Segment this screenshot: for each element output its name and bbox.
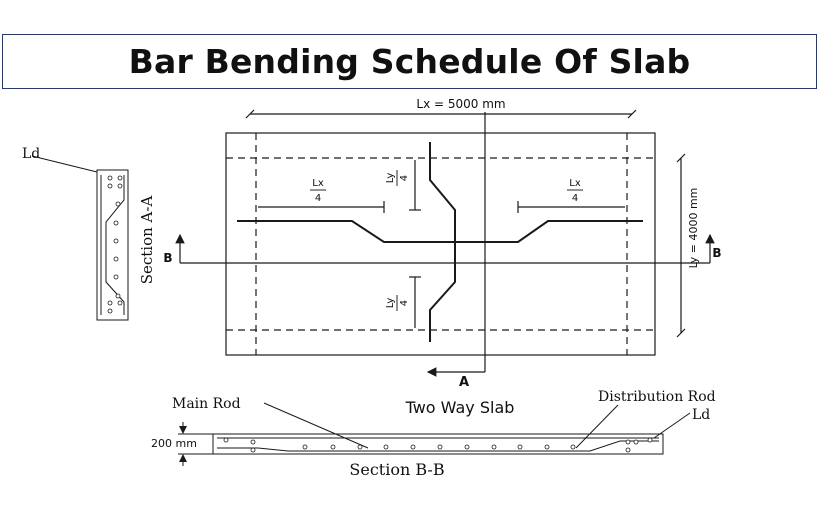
section-aa [31, 155, 129, 321]
frac-top-group: Ly 4 [385, 170, 410, 186]
ly-tick-top [676, 153, 686, 163]
main-bar-horizontal [237, 220, 643, 243]
section-aa-rods [107, 175, 123, 314]
depth-label: 200 mm [151, 437, 197, 450]
lx-dimension-label: Lx = 5000 mm [416, 97, 505, 111]
frac-right-denominator: 4 [572, 193, 578, 204]
section-marker-b-right: B [712, 246, 721, 260]
section-bb-labels: Main Rod Distribution Rod Ld 200 mm Sect… [151, 389, 716, 479]
slab-caption: Two Way Slab [405, 398, 515, 417]
main-bar-vertical [429, 142, 456, 342]
ly-dimension-label-group: Ly = 4000 mm [687, 188, 700, 269]
frac-bottom-numerator: Ly [385, 298, 396, 309]
frac-left-numerator: Lx [312, 178, 324, 189]
section-aa-ld-leader [31, 155, 98, 173]
lx-tick-left [245, 109, 255, 119]
frac-bottom-denominator: 4 [399, 300, 410, 306]
section-marker-b-left: B [163, 251, 172, 265]
plan-labels: Lx = 5000 mm Ly = 4000 mm Lx 4 Lx 4 Ly 4… [163, 95, 722, 417]
section-bb-ld-label: Ld [692, 407, 710, 423]
section-marker-a: A [459, 375, 469, 390]
distribution-rod-label: Distribution Rod [598, 389, 716, 405]
frac-right-numerator: Lx [569, 178, 581, 189]
section-aa-label: Section A-A [138, 196, 156, 285]
frac-left-denominator: 4 [315, 193, 321, 204]
section-aa-ld-label: Ld [22, 146, 40, 162]
section-bb-outline [212, 433, 664, 455]
main-rod-label: Main Rod [172, 396, 241, 412]
section-bb-label: Section B-B [349, 460, 444, 479]
distribution-rod-leader [575, 404, 619, 449]
lx-tick-right [627, 109, 637, 119]
page-title: Bar Bending Schedule Of Slab [128, 42, 691, 81]
section-bb-ld-leader [653, 412, 691, 439]
slab-outline [225, 132, 656, 356]
section-aa-label-group: Section A-A [138, 196, 156, 285]
frac-bottom-group: Ly 4 [385, 295, 410, 311]
title-banner: Bar Bending Schedule Of Slab [2, 34, 817, 89]
section-bb-rods [223, 437, 653, 453]
frac-top-denominator: 4 [399, 175, 410, 181]
section-aa-labels: Ld Section A-A [22, 146, 156, 284]
plan-view [175, 97, 715, 377]
ly-dimension-label: Ly = 4000 mm [687, 188, 700, 269]
lx-label-bg [392, 95, 530, 112]
main-rod-leader [263, 402, 369, 449]
section-aa-outline [96, 169, 129, 321]
section-aa-bar-bent [105, 175, 125, 315]
frac-top-numerator: Ly [385, 173, 396, 184]
ly-tick-bottom [676, 328, 686, 338]
